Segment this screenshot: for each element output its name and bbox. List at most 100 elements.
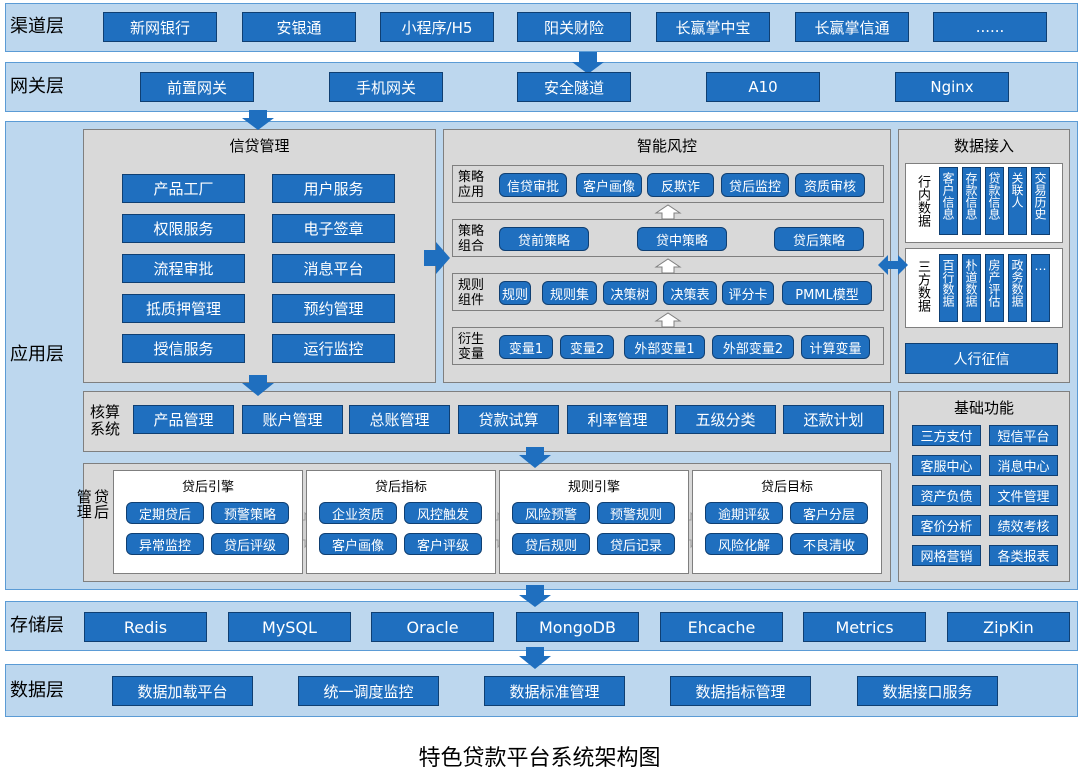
post-loan-item-button[interactable]: 异常监控 bbox=[126, 533, 204, 555]
post-loan-item-button[interactable]: 客户画像 bbox=[319, 533, 397, 555]
channel-item-button[interactable]: 安银通 bbox=[242, 12, 356, 42]
basic-function-button[interactable]: 短信平台 bbox=[989, 425, 1058, 446]
data-source-column[interactable]: 政务数据 bbox=[1008, 254, 1027, 322]
gateway-item-button[interactable]: A10 bbox=[706, 72, 820, 102]
data-source-column[interactable]: 关联人 bbox=[1008, 167, 1027, 235]
gateway-item-button[interactable]: 安全隧道 bbox=[517, 72, 631, 102]
data-source-column[interactable]: 百行数据 bbox=[939, 254, 958, 322]
storage-item-button[interactable]: Ehcache bbox=[660, 612, 783, 642]
data-layer-item-button[interactable]: 统一调度监控 bbox=[298, 676, 439, 706]
credit-item-button[interactable]: 预约管理 bbox=[272, 294, 395, 323]
basic-function-button[interactable]: 各类报表 bbox=[989, 545, 1058, 566]
post-loan-item-button[interactable]: 预警策略 bbox=[211, 502, 289, 524]
risk-item-button[interactable]: 规则 bbox=[499, 281, 531, 305]
accounting-item-button[interactable]: 五级分类 bbox=[675, 405, 776, 434]
risk-row-label: 衍生 变量 bbox=[457, 332, 484, 362]
risk-item-button[interactable]: 资质审核 bbox=[795, 173, 865, 197]
risk-item-button[interactable]: 变量1 bbox=[499, 335, 553, 359]
post-loan-item-button[interactable]: 贷后评级 bbox=[211, 533, 289, 555]
basic-function-button[interactable]: 文件管理 bbox=[989, 485, 1058, 506]
channel-item-button[interactable]: ...... bbox=[933, 12, 1047, 42]
risk-item-button[interactable]: 贷中策略 bbox=[637, 227, 727, 251]
risk-item-button[interactable]: 评分卡 bbox=[722, 281, 774, 305]
storage-item-button[interactable]: MySQL bbox=[228, 612, 351, 642]
data-layer-item-button[interactable]: 数据接口服务 bbox=[857, 676, 998, 706]
credit-item-button[interactable]: 流程审批 bbox=[122, 254, 245, 283]
storage-item-button[interactable]: ZipKin bbox=[947, 612, 1070, 642]
gateway-item-button[interactable]: 前置网关 bbox=[140, 72, 254, 102]
post-loan-item-button[interactable]: 贷后记录 bbox=[597, 533, 675, 555]
post-loan-item-button[interactable]: 客户分层 bbox=[790, 502, 868, 524]
accounting-item-button[interactable]: 产品管理 bbox=[133, 405, 234, 434]
gateway-item-button[interactable]: 手机网关 bbox=[329, 72, 443, 102]
credit-item-button[interactable]: 运行监控 bbox=[272, 334, 395, 363]
data-source-column[interactable]: 交易历史 bbox=[1031, 167, 1050, 235]
storage-item-button[interactable]: Metrics bbox=[803, 612, 926, 642]
risk-item-button[interactable]: 外部变量2 bbox=[712, 335, 794, 359]
data-layer-item-button[interactable]: 数据加载平台 bbox=[112, 676, 253, 706]
storage-item-button[interactable]: MongoDB bbox=[516, 612, 639, 642]
risk-item-button[interactable]: 决策表 bbox=[663, 281, 717, 305]
risk-item-button[interactable]: PMML模型 bbox=[782, 281, 872, 305]
basic-function-button[interactable]: 资产负债 bbox=[912, 485, 981, 506]
credit-item-button[interactable]: 抵质押管理 bbox=[122, 294, 245, 323]
basic-function-button[interactable]: 客价分析 bbox=[912, 515, 981, 536]
post-loan-item-button[interactable]: 贷后规则 bbox=[512, 533, 590, 555]
post-loan-item-button[interactable]: 客户评级 bbox=[404, 533, 482, 555]
post-loan-item-button[interactable]: 预警规则 bbox=[597, 502, 675, 524]
basic-function-button[interactable]: 消息中心 bbox=[989, 455, 1058, 476]
channel-item-button[interactable]: 新网银行 bbox=[103, 12, 217, 42]
risk-item-button[interactable]: 反欺诈 bbox=[647, 173, 714, 197]
credit-item-button[interactable]: 消息平台 bbox=[272, 254, 395, 283]
storage-item-button[interactable]: Oracle bbox=[371, 612, 494, 642]
credit-item-button[interactable]: 电子签章 bbox=[272, 214, 395, 243]
storage-item-button[interactable]: Redis bbox=[84, 612, 207, 642]
data-source-column[interactable]: 朴道数据 bbox=[962, 254, 981, 322]
data-source-column[interactable]: 存款信息 bbox=[962, 167, 981, 235]
risk-item-button[interactable]: 计算变量 bbox=[801, 335, 870, 359]
accounting-item-button[interactable]: 贷款试算 bbox=[458, 405, 559, 434]
risk-item-button[interactable]: 外部变量1 bbox=[624, 335, 705, 359]
post-loan-item-button[interactable]: 风险化解 bbox=[705, 533, 783, 555]
risk-item-button[interactable]: 信贷审批 bbox=[499, 173, 567, 197]
accounting-item-button[interactable]: 利率管理 bbox=[567, 405, 668, 434]
channel-item-button[interactable]: 长赢掌信通 bbox=[795, 12, 909, 42]
credit-item-button[interactable]: 权限服务 bbox=[122, 214, 245, 243]
risk-item-button[interactable]: 客户画像 bbox=[576, 173, 642, 197]
risk-item-button[interactable]: 决策树 bbox=[603, 281, 657, 305]
basic-functions-title: 基础功能 bbox=[953, 399, 1014, 417]
channel-item-button[interactable]: 阳关财险 bbox=[517, 12, 631, 42]
internal-data-label: 行内数据 bbox=[915, 175, 930, 227]
data-source-column[interactable]: … bbox=[1031, 254, 1050, 322]
risk-item-button[interactable]: 变量2 bbox=[560, 335, 614, 359]
credit-item-button[interactable]: 授信服务 bbox=[122, 334, 245, 363]
post-loan-item-button[interactable]: 风险预警 bbox=[512, 502, 590, 524]
channel-item-button[interactable]: 小程序/H5 bbox=[380, 12, 494, 42]
data-layer-item-button[interactable]: 数据指标管理 bbox=[670, 676, 811, 706]
accounting-item-button[interactable]: 还款计划 bbox=[783, 405, 884, 434]
post-loan-item-button[interactable]: 定期贷后 bbox=[126, 502, 204, 524]
basic-function-button[interactable]: 网格营销 bbox=[912, 545, 981, 566]
credit-item-button[interactable]: 产品工厂 bbox=[122, 174, 245, 203]
credit-reference-button[interactable]: 人行征信 bbox=[905, 343, 1058, 374]
gateway-item-button[interactable]: Nginx bbox=[895, 72, 1009, 102]
accounting-item-button[interactable]: 账户管理 bbox=[242, 405, 343, 434]
data-layer-item-button[interactable]: 数据标准管理 bbox=[484, 676, 625, 706]
risk-item-button[interactable]: 规则集 bbox=[542, 281, 597, 305]
data-source-column[interactable]: 房产评估 bbox=[985, 254, 1004, 322]
data-source-column[interactable]: 客户信息 bbox=[939, 167, 958, 235]
risk-item-button[interactable]: 贷后策略 bbox=[774, 227, 864, 251]
basic-function-button[interactable]: 绩效考核 bbox=[989, 515, 1058, 536]
post-loan-item-button[interactable]: 风控触发 bbox=[404, 502, 482, 524]
accounting-item-button[interactable]: 总账管理 bbox=[349, 405, 450, 434]
channel-item-button[interactable]: 长赢掌中宝 bbox=[656, 12, 770, 42]
post-loan-item-button[interactable]: 企业资质 bbox=[319, 502, 397, 524]
post-loan-item-button[interactable]: 不良清收 bbox=[790, 533, 868, 555]
risk-item-button[interactable]: 贷后监控 bbox=[721, 173, 789, 197]
basic-function-button[interactable]: 客服中心 bbox=[912, 455, 981, 476]
data-source-column[interactable]: 贷款信息 bbox=[985, 167, 1004, 235]
post-loan-item-button[interactable]: 逾期评级 bbox=[705, 502, 783, 524]
basic-function-button[interactable]: 三方支付 bbox=[912, 425, 981, 446]
credit-item-button[interactable]: 用户服务 bbox=[272, 174, 395, 203]
risk-item-button[interactable]: 贷前策略 bbox=[499, 227, 589, 251]
